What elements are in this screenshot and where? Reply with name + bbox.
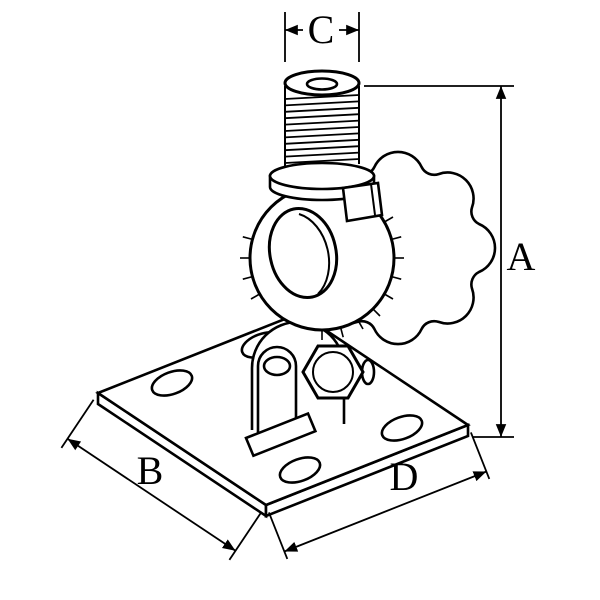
dim-b-label: B bbox=[137, 448, 164, 493]
pivot-boss bbox=[262, 355, 292, 377]
dim-b-line bbox=[67, 438, 236, 552]
swivel-ring bbox=[240, 184, 404, 340]
hex-nut-chamfer bbox=[312, 351, 354, 393]
dimension-a: A bbox=[364, 85, 536, 438]
dim-c-label: C bbox=[308, 7, 335, 52]
dim-d-line bbox=[284, 470, 487, 553]
dim-d-label: D bbox=[390, 454, 419, 499]
dim-b-extension-left bbox=[60, 399, 95, 449]
flange-top-face bbox=[268, 161, 376, 191]
dim-a-label: A bbox=[507, 234, 536, 279]
dimension-b: B bbox=[60, 399, 263, 561]
dimension-c: C bbox=[284, 7, 360, 62]
thread-lines bbox=[284, 94, 360, 164]
lock-tab bbox=[341, 181, 384, 223]
stud-bore bbox=[305, 77, 339, 91]
bracket-foot bbox=[244, 411, 318, 458]
dim-b-extension-right bbox=[228, 511, 263, 561]
threaded-stud bbox=[283, 69, 361, 166]
dimension-d: D bbox=[268, 432, 491, 560]
dim-d-extension-left bbox=[268, 512, 289, 560]
clevis-bracket bbox=[244, 320, 376, 458]
ring-bore-depth bbox=[298, 213, 331, 295]
mounting-hole bbox=[150, 369, 194, 397]
mounting-hole bbox=[380, 414, 424, 442]
